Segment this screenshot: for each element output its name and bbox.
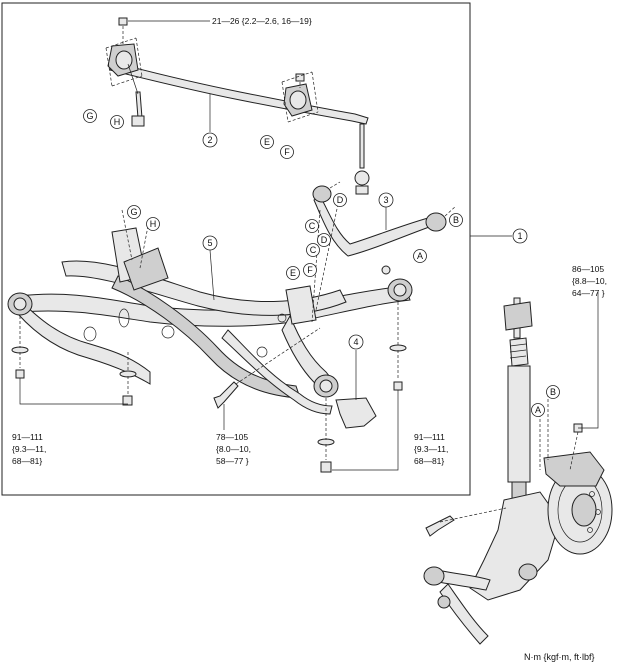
- center-bolt-torque: 78—105 {8.0—10, 58—77 }: [216, 432, 251, 466]
- callout-H-top: H: [110, 115, 124, 129]
- svg-text:58—77 }: 58—77 }: [216, 456, 249, 466]
- left-bolt-torque: 91—111 {9.3—11, 68—81}: [12, 432, 46, 466]
- svg-text:A: A: [535, 405, 541, 415]
- svg-text:E: E: [290, 268, 296, 278]
- callout-A-arm: A: [413, 249, 427, 263]
- units-note: N·m {kgf·m, ft·lbf}: [524, 652, 595, 662]
- svg-text:{8.0—10,: {8.0—10,: [216, 444, 251, 454]
- svg-text:F: F: [284, 147, 290, 157]
- svg-text:A: A: [417, 251, 423, 261]
- svg-text:86—105: 86—105: [572, 264, 604, 274]
- svg-text:78—105: 78—105: [216, 432, 248, 442]
- svg-text:64—77 }: 64—77 }: [572, 288, 605, 298]
- svg-text:5: 5: [207, 238, 212, 248]
- svg-text:91—111: 91—111: [414, 432, 445, 442]
- svg-text:E: E: [264, 137, 270, 147]
- callout-4: 4: [348, 334, 364, 400]
- svg-text:1: 1: [517, 231, 522, 241]
- svg-text:B: B: [550, 387, 556, 397]
- shock-absorber: [503, 297, 533, 503]
- svg-text:C: C: [310, 245, 317, 255]
- callout-G-top: G: [83, 109, 97, 123]
- callout-C-arm: C: [305, 219, 319, 233]
- callout-B-arm: B: [449, 213, 463, 227]
- svg-text:D: D: [337, 195, 344, 205]
- upper-arm: [312, 181, 457, 257]
- svg-text:68—81}: 68—81}: [12, 456, 42, 466]
- stabilizer-nut-torque: 21—26 {2.2—2.6, 16—19}: [212, 16, 312, 26]
- svg-text:G: G: [130, 207, 137, 217]
- callout-D-arm: D: [333, 193, 347, 207]
- torque-leaders: [19, 378, 399, 471]
- svg-text:H: H: [150, 219, 157, 229]
- svg-text:3: 3: [383, 195, 388, 205]
- callout-A-shock: A: [531, 403, 545, 417]
- callout-E-mid: E: [286, 266, 300, 280]
- callout-3: 3: [378, 192, 394, 230]
- callout-G-mid: G: [127, 205, 141, 219]
- callout-F-top: F: [280, 145, 294, 159]
- shock-dash-lines: [439, 292, 599, 523]
- svg-text:2: 2: [207, 135, 212, 145]
- callout-C-mid: C: [306, 243, 320, 257]
- crossmember: [7, 227, 413, 415]
- svg-text:{9.3—11,: {9.3—11,: [12, 444, 46, 454]
- svg-text:{9.3—11,: {9.3—11,: [414, 444, 448, 454]
- svg-text:F: F: [307, 265, 313, 275]
- callout-H-mid: H: [146, 217, 160, 231]
- svg-text:G: G: [86, 111, 93, 121]
- knuckle-nut-torque: 86—105 {8.8—10, 64—77 }: [572, 264, 607, 298]
- svg-text:68—81}: 68—81}: [414, 456, 444, 466]
- bolt-dash-lines: [19, 203, 399, 460]
- svg-text:4: 4: [353, 337, 358, 347]
- mount-hardware: [11, 344, 407, 473]
- callout-D-mid: D: [317, 233, 331, 247]
- crossmember-assembly-frame: [1, 2, 471, 496]
- svg-text:91—111: 91—111: [12, 432, 43, 442]
- right-bolt-torque: 91—111 {9.3—11, 68—81}: [414, 432, 448, 466]
- callout-E-top: E: [260, 135, 274, 149]
- svg-text:{8.8—10,: {8.8—10,: [572, 276, 607, 286]
- callout-F-mid: F: [303, 263, 317, 277]
- svg-text:B: B: [453, 215, 459, 225]
- stabilizer-bar: [107, 17, 370, 195]
- svg-text:H: H: [114, 117, 121, 127]
- svg-text:C: C: [309, 221, 316, 231]
- callout-2: 2: [202, 94, 218, 148]
- callout-1: 1: [512, 228, 528, 244]
- callout-5: 5: [202, 235, 218, 301]
- knuckle-hub: [423, 423, 613, 645]
- svg-text:D: D: [321, 235, 328, 245]
- stabilizer-dash-lines: [105, 26, 319, 123]
- callout-B-shock: B: [546, 385, 560, 399]
